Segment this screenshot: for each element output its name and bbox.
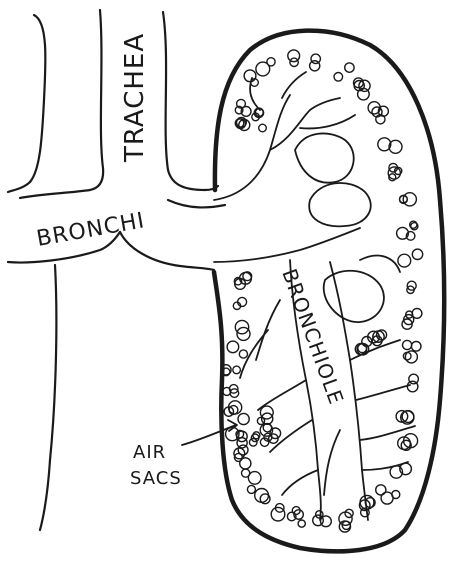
air-sac-bubble: [233, 366, 241, 374]
trachea-label: TRACHEA: [120, 33, 150, 163]
air-sac-bubble: [376, 485, 386, 495]
air-sacs: [221, 50, 423, 532]
air-sac-bubble: [311, 54, 320, 63]
air-sac-bubble: [256, 62, 270, 76]
air-sac-bubble: [412, 249, 422, 259]
air-sac-bubble: [345, 63, 354, 72]
air-sac-bubble: [403, 340, 412, 349]
air-sac-bubble: [239, 350, 247, 358]
air-sac-bubble: [288, 50, 300, 62]
air-sac-bubble: [244, 70, 256, 82]
airway-outline: [8, 10, 225, 530]
air-sac-bubble: [238, 413, 249, 424]
air-sac-bubble: [403, 193, 416, 206]
air-sac-bubble: [253, 432, 260, 439]
air-sac-bubble: [249, 439, 257, 447]
air-sac-bubble: [411, 342, 421, 352]
air-sacs-pointer: [182, 425, 236, 445]
air-sac-bubble: [259, 124, 267, 132]
air-sac-bubble: [392, 491, 400, 499]
air-sac-bubble: [248, 472, 261, 485]
air-sac-bubble: [388, 167, 400, 179]
air-sac-bubble: [237, 438, 247, 448]
sacs-label: SACS: [130, 468, 182, 489]
air-sac-bubble: [398, 254, 411, 267]
air-sac-bubble: [334, 73, 343, 82]
air-sac-bubble: [298, 520, 305, 527]
air-sac-bubble: [271, 507, 285, 521]
air-sac-bubble: [321, 516, 332, 527]
air-sac-bubble: [227, 341, 239, 353]
air-label: AIR: [133, 442, 166, 463]
air-sac-bubble: [407, 381, 418, 392]
air-sac-bubble: [240, 458, 251, 469]
bronchiole-label: BRONCHIOLE: [277, 266, 348, 408]
air-sac-bubble: [247, 485, 255, 493]
